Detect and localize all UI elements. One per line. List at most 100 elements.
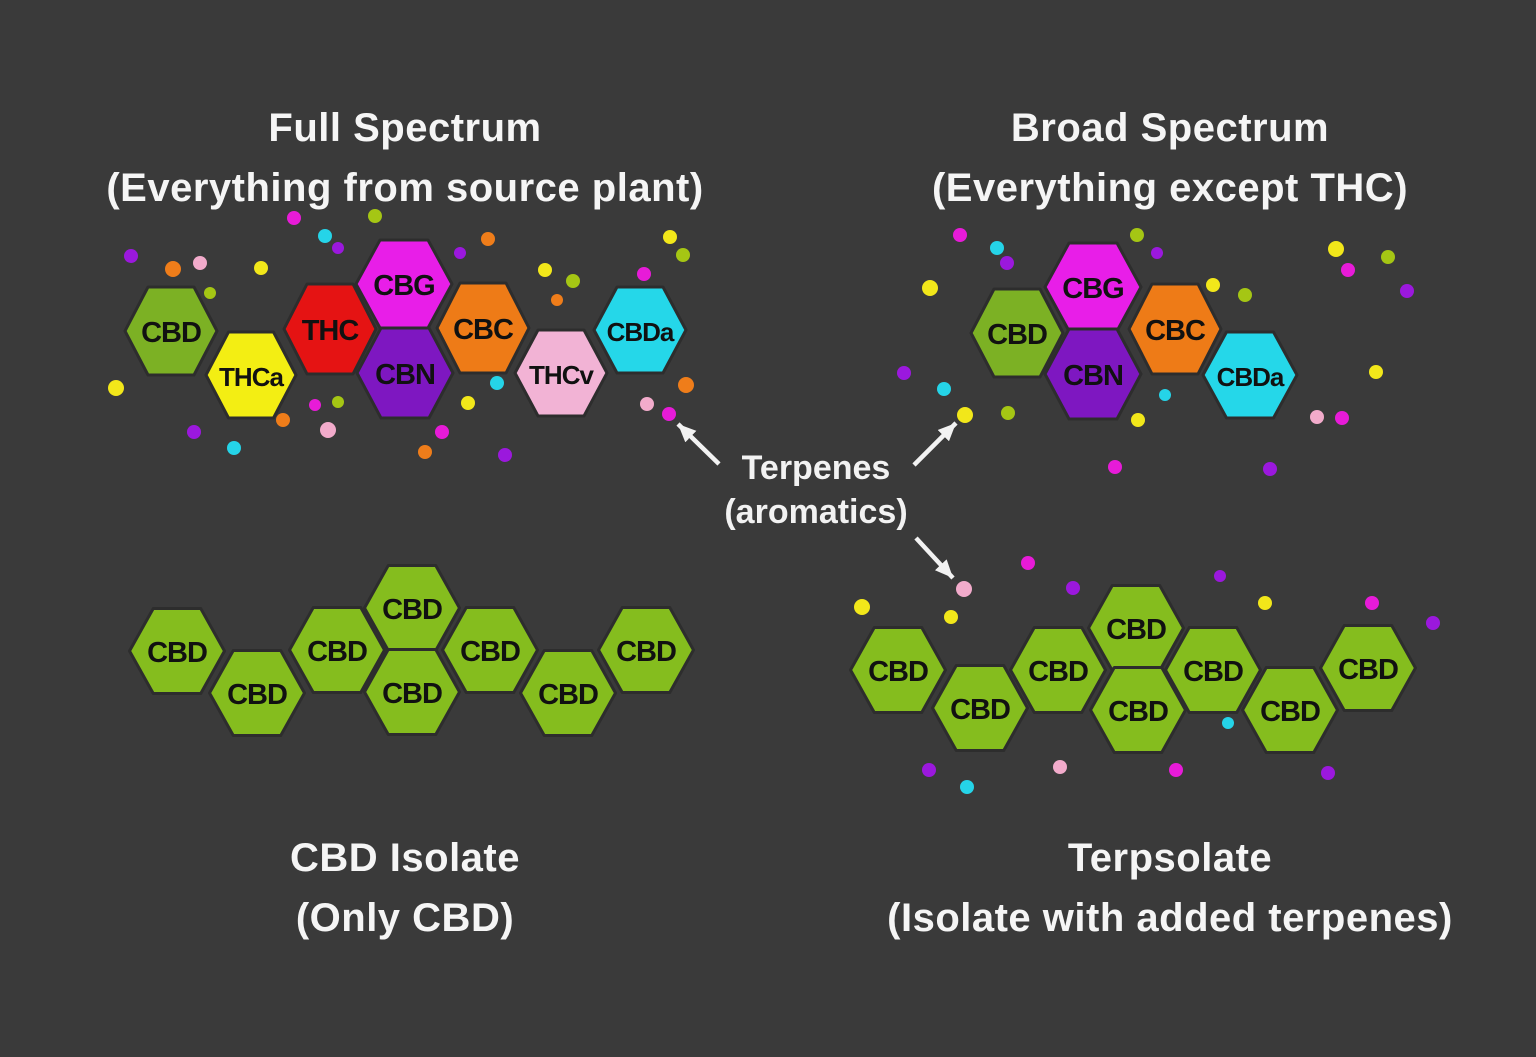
terpene-dot-cyan (960, 780, 974, 794)
hexagon-label: CBD (307, 636, 367, 668)
terpene-dot-yellow (957, 407, 973, 423)
broad-spectrum-subtitle: (Everything except THC) (931, 166, 1409, 210)
hexagon-thca-full-spectrum: THCa (204, 330, 298, 420)
terpene-dot-orange (165, 261, 181, 277)
terpene-dot-pink (640, 397, 654, 411)
terpene-dot-magenta (1021, 556, 1035, 570)
terpene-dot-olive (332, 396, 344, 408)
hexagon-label: THCv (529, 360, 594, 390)
terpene-dot-olive (1001, 406, 1015, 420)
hexagon-shape (282, 282, 378, 376)
terpene-dot-cyan (1159, 389, 1171, 401)
terpene-dot-magenta (1335, 411, 1349, 425)
hexagon-shape (1241, 666, 1339, 754)
hexagon-cbc-broad-spectrum: CBC (1127, 282, 1223, 376)
terpene-dot-orange (678, 377, 694, 393)
terpene-dot-cyan (990, 241, 1004, 255)
hexagon-label: CBD (227, 679, 287, 711)
terpene-pointer-arrow (676, 422, 721, 466)
hexagon-shape (1043, 327, 1143, 421)
terpene-dot-purple (1151, 247, 1163, 259)
terpene-dot-yellow (538, 263, 552, 277)
hexagon-label: CBC (453, 314, 514, 346)
terpene-dot-purple (498, 448, 512, 462)
hexagon-label: THC (302, 315, 360, 347)
terpene-dot-cyan (227, 441, 241, 455)
terpene-dot-orange (551, 294, 563, 306)
terpsolate-subtitle: (Isolate with added terpenes) (887, 896, 1453, 940)
terpene-dot-purple (897, 366, 911, 380)
terpene-dot-purple (1066, 581, 1080, 595)
hexagon-cbda-broad-spectrum: CBDa (1201, 330, 1299, 420)
hexagon-shape (355, 326, 455, 420)
terpene-dot-purple (187, 425, 201, 439)
hexagon-label: CBDa (1217, 362, 1285, 392)
terpene-dot-purple (1263, 462, 1277, 476)
hexagon-label: CBD (1183, 656, 1243, 688)
hexagon-cbd-terpsolate: CBD (1087, 584, 1185, 672)
terpene-dot-pink (320, 422, 336, 438)
hexagon-shape (441, 606, 539, 694)
cbd-isolate-subtitle: (Only CBD) (295, 896, 515, 940)
terpene-dot-pink (1053, 760, 1067, 774)
hexagon-label: CBD (616, 636, 676, 668)
hexagon-shape (1201, 330, 1299, 420)
terpene-dot-yellow (854, 599, 870, 615)
hexagon-shape (1089, 666, 1187, 754)
hexagon-cbd-terpsolate: CBD (1241, 666, 1339, 754)
aromatics-label: (aromatics) (724, 493, 908, 531)
hexagon-thc-full-spectrum: THC (282, 282, 378, 376)
terpsolate-caption-block: Terpsolate (Isolate with added terpenes) (860, 828, 1480, 948)
hexagon-cbd-broad-spectrum: CBD (969, 287, 1065, 379)
hexagon-cbd-cbd-isolate: CBD (363, 648, 461, 736)
hexagon-shape (204, 330, 298, 420)
hexagon-cbd-terpsolate: CBD (1319, 624, 1417, 712)
hexagon-label: CBD (1106, 614, 1166, 646)
terpene-dot-cyan (937, 382, 951, 396)
hexagon-label: CBD (460, 636, 520, 668)
terpene-dot-purple (454, 247, 466, 259)
terpene-dot-purple (1426, 616, 1440, 630)
terpene-dot-yellow (108, 380, 124, 396)
terpene-pointer-arrow (914, 536, 955, 580)
hexagon-label: THCa (219, 362, 284, 392)
terpene-dot-purple (1214, 570, 1226, 582)
terpene-dot-magenta (637, 267, 651, 281)
terpene-dot-magenta (1341, 263, 1355, 277)
terpene-dot-yellow (944, 610, 958, 624)
terpene-dot-yellow (1206, 278, 1220, 292)
terpene-dot-olive (368, 209, 382, 223)
hexagon-label: CBDa (607, 317, 675, 347)
hexagon-shape (849, 626, 947, 714)
hexagon-label: CBD (141, 317, 201, 349)
hexagon-cbg-full-spectrum: CBG (354, 238, 454, 330)
terpene-dot-olive (204, 287, 216, 299)
hexagon-cbn-broad-spectrum: CBN (1043, 327, 1143, 421)
hexagon-label: CBD (1338, 654, 1398, 686)
hexagon-cbd-terpsolate: CBD (849, 626, 947, 714)
hexagon-cbd-terpsolate: CBD (1009, 626, 1107, 714)
hexagon-shape (931, 664, 1029, 752)
full-spectrum-title: Full Spectrum (268, 106, 542, 150)
terpene-dot-magenta (1108, 460, 1122, 474)
hexagon-thcv-full-spectrum: THCv (513, 328, 609, 418)
hexagon-shape (208, 649, 306, 737)
full-spectrum-title-block: Full Spectrum (Everything from source pl… (60, 98, 750, 218)
hexagon-cbd-cbd-isolate: CBD (208, 649, 306, 737)
hexagon-cbda-full-spectrum: CBDa (592, 285, 688, 375)
terpene-dot-magenta (435, 425, 449, 439)
terpene-dot-olive (1238, 288, 1252, 302)
hexagon-label: CBD (987, 319, 1047, 351)
terpene-dot-yellow (1328, 241, 1344, 257)
terpene-dot-magenta (1365, 596, 1379, 610)
terpene-dot-orange (481, 232, 495, 246)
terpene-dot-pink (1310, 410, 1324, 424)
terpene-dot-cyan (1222, 717, 1234, 729)
hexagon-shape (1319, 624, 1417, 712)
cbd-isolate-caption-block: CBD Isolate (Only CBD) (60, 828, 750, 948)
terpene-dot-yellow (1131, 413, 1145, 427)
hexagon-label: CBN (375, 359, 435, 391)
hexagon-cbd-cbd-isolate: CBD (441, 606, 539, 694)
